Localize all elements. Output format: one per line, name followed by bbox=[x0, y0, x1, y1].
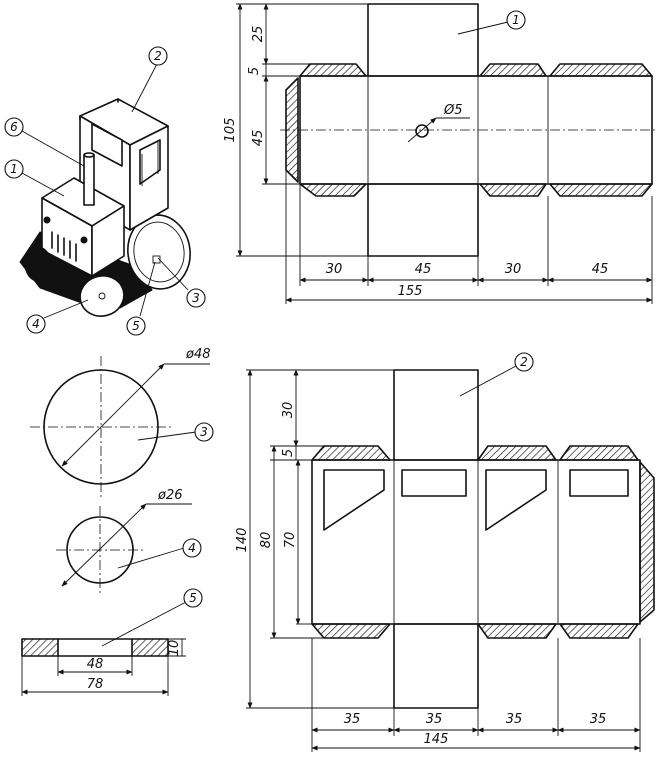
dim-5: 5 bbox=[247, 67, 262, 75]
dim-48: 48 bbox=[87, 657, 104, 672]
callout-2-net: 2 bbox=[514, 352, 534, 372]
svg-text:3: 3 bbox=[200, 425, 208, 439]
dim-30-b: 30 bbox=[505, 262, 522, 277]
svg-text:1: 1 bbox=[10, 162, 18, 176]
dim-78: 78 bbox=[87, 677, 104, 692]
callout-6: 6 bbox=[4, 117, 24, 137]
grille-icon bbox=[43, 216, 88, 262]
dim-70: 70 bbox=[283, 532, 298, 549]
callout-4-tractor: 4 bbox=[26, 314, 46, 334]
dim-25: 25 bbox=[251, 26, 266, 43]
dim-5-vertical: 5 bbox=[281, 449, 296, 457]
dim-35-b: 35 bbox=[426, 712, 443, 727]
dim-155: 155 bbox=[398, 284, 423, 299]
callout-5-tractor: 5 bbox=[126, 316, 146, 336]
dim-35-d: 35 bbox=[590, 712, 607, 727]
dim-45-b: 45 bbox=[592, 262, 609, 277]
net-part-2: 30 5 70 80 140 35 35 35 35 145 bbox=[235, 369, 655, 752]
callout-leaders bbox=[21, 21, 517, 647]
tractor-illustration bbox=[19, 98, 191, 317]
callout-3-wheel: 3 bbox=[194, 422, 214, 442]
callout-1-net: 1 bbox=[506, 10, 526, 30]
svg-text:5: 5 bbox=[189, 591, 197, 605]
net-part-1: Ø5 25 5 45 105 30 45 30 45 155 bbox=[223, 3, 658, 304]
dim-145: 145 bbox=[424, 732, 449, 747]
dim-10: 10 bbox=[167, 640, 182, 657]
callout-4-wheel: 4 bbox=[182, 538, 202, 558]
dim-45-vertical: 45 bbox=[251, 130, 266, 147]
part-5-washer: 48 78 10 bbox=[21, 638, 186, 696]
dim-35-a: 35 bbox=[344, 712, 361, 727]
dim-30-a: 30 bbox=[326, 262, 343, 277]
dim-dia-26: ø26 bbox=[157, 488, 183, 503]
svg-text:1: 1 bbox=[512, 13, 520, 27]
svg-text:3: 3 bbox=[192, 291, 200, 305]
part-4-wheel: ø26 bbox=[56, 488, 192, 594]
callout-3-tractor: 3 bbox=[186, 288, 206, 308]
dim-45-a: 45 bbox=[415, 262, 432, 277]
svg-text:6: 6 bbox=[10, 120, 18, 134]
dim-140: 140 bbox=[235, 528, 250, 553]
callout-5-washer: 5 bbox=[183, 588, 203, 608]
svg-text:2: 2 bbox=[520, 355, 528, 369]
dim-80: 80 bbox=[259, 532, 274, 549]
dim-35-c: 35 bbox=[506, 712, 523, 727]
svg-text:2: 2 bbox=[154, 49, 162, 63]
callout-2-top: 2 bbox=[148, 46, 168, 66]
hole-diameter-label: Ø5 bbox=[443, 103, 463, 118]
svg-text:4: 4 bbox=[188, 541, 196, 555]
dim-105: 105 bbox=[223, 118, 238, 143]
part-3-wheel: ø48 bbox=[30, 347, 211, 498]
dim-30-vertical: 30 bbox=[281, 402, 296, 419]
svg-text:5: 5 bbox=[132, 319, 140, 333]
svg-text:4: 4 bbox=[32, 317, 40, 331]
dim-dia-48: ø48 bbox=[185, 347, 211, 362]
callout-1-tractor: 1 bbox=[4, 159, 24, 179]
